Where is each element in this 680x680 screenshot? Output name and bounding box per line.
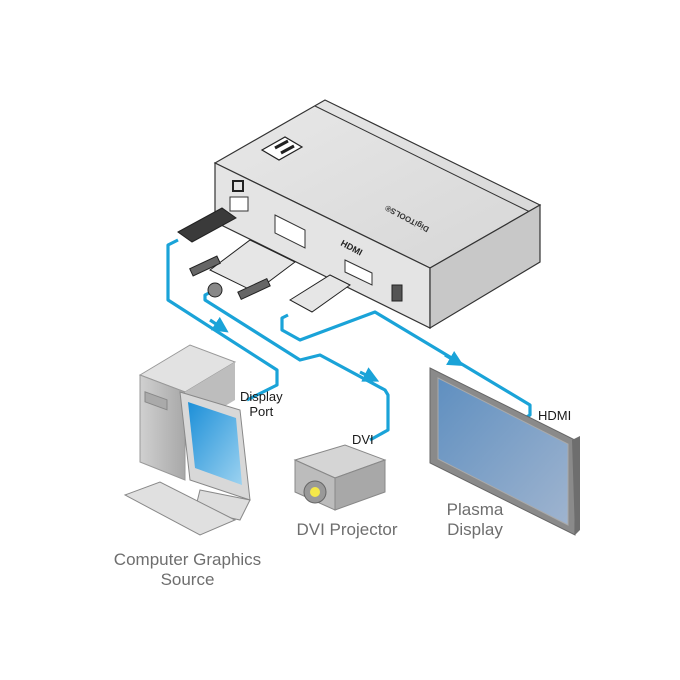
computer-graphics-source — [123, 344, 251, 536]
source-caption: Computer Graphics Source — [100, 550, 275, 590]
displayport-logo-icon — [232, 180, 244, 192]
displayport-arrow — [209, 316, 229, 333]
displayport-label-line2: Port — [249, 404, 274, 419]
projector-caption: DVI Projector — [296, 520, 398, 539]
connectors — [177, 207, 351, 313]
display-caption-line2: Display — [447, 520, 503, 539]
dvi-arrow — [359, 367, 380, 382]
dvi-cable — [203, 288, 390, 442]
source-caption-line2: Source — [160, 570, 215, 589]
displayport-input-port — [229, 196, 249, 212]
power-port — [391, 284, 403, 302]
kramer-logo-icon — [260, 136, 304, 161]
displayport-label: Display Port — [240, 389, 283, 419]
dvi-label: DVI — [352, 432, 374, 447]
cables — [166, 238, 532, 442]
keyboard — [123, 481, 237, 536]
source-caption-line1: Computer Graphics — [113, 550, 262, 569]
displayport-cable — [166, 238, 279, 402]
displayport-label-line1: Display — [240, 389, 283, 404]
dvi-port — [274, 214, 306, 249]
hdmi-arrow — [444, 351, 464, 367]
hdmi-cable — [280, 310, 532, 424]
hdmi-label: HDMI — [538, 408, 572, 423]
dvi-plug — [209, 239, 296, 293]
displayport-plug — [177, 207, 237, 243]
display-caption-line1: Plasma — [446, 500, 504, 519]
digitools-device: DigiTOOLS® HDMI — [213, 99, 542, 330]
hdmi-output-port — [344, 259, 373, 286]
monitor-screen — [188, 402, 242, 485]
plasma-display — [429, 367, 580, 536]
display-caption: Plasma Display — [440, 500, 510, 540]
hdmi-plug — [289, 274, 351, 313]
dvi-projector — [293, 444, 387, 511]
